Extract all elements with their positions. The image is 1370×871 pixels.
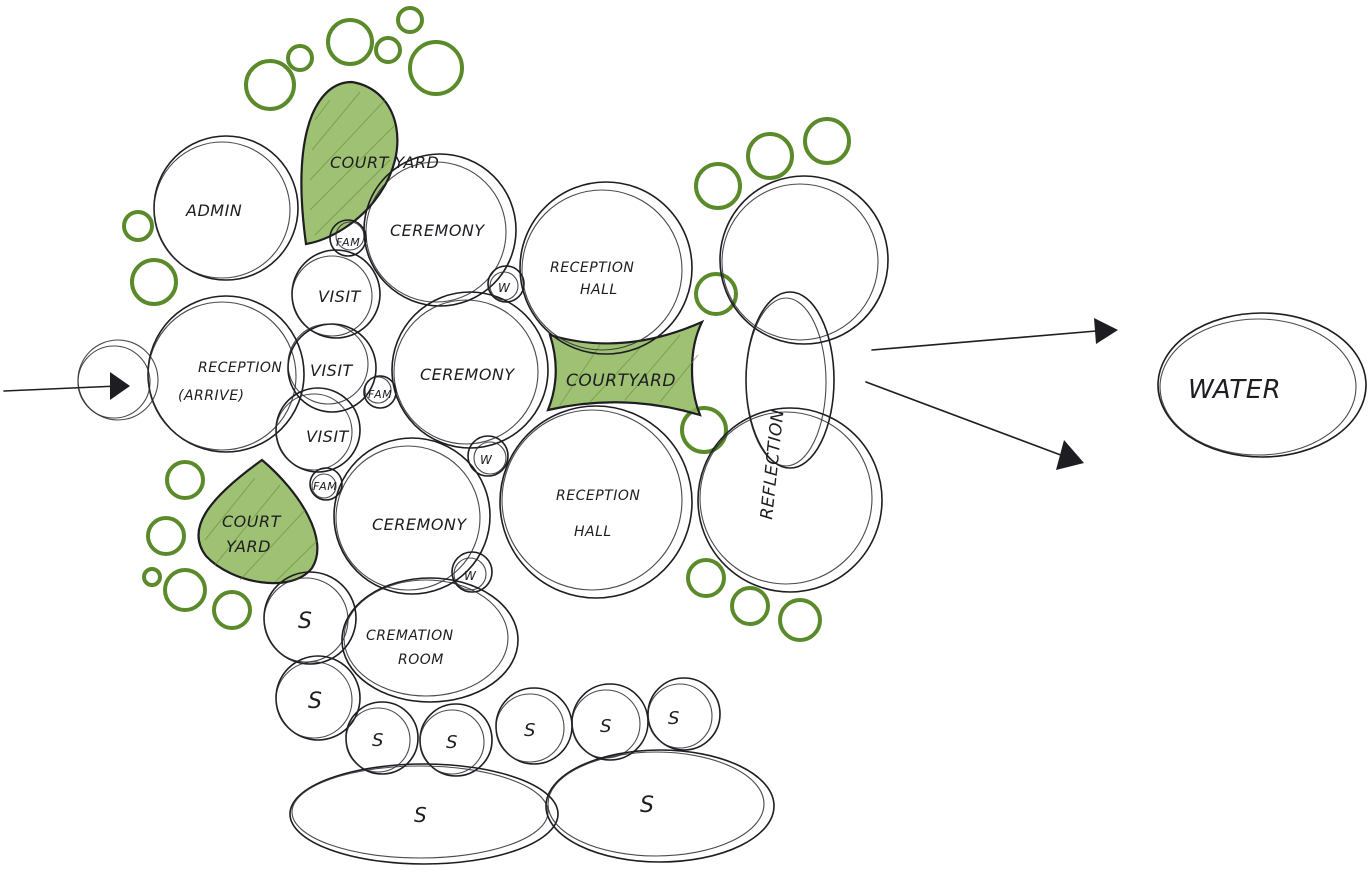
fam-bubble-1: FAM [329, 219, 367, 257]
storage-6-label: S [600, 716, 612, 737]
visit-3-label: VISIT [306, 427, 350, 446]
view-arrow-lower [865, 381, 1084, 470]
ceremony-top-bubble: CEREMONY [363, 153, 517, 307]
ceremony-mid-bubble: CEREMONY [391, 291, 549, 449]
storage-7-label: S [668, 708, 680, 729]
fam-1-label: FAM [336, 236, 360, 249]
ceremony-bottom-bubble: CEREMONY [333, 437, 491, 595]
restroom-2-label: W [480, 453, 493, 467]
fam-2-label: FAM [368, 388, 392, 401]
storage-large-left-label: S [414, 803, 427, 827]
courtyard-center-label: COURTYARD [566, 371, 676, 391]
storage-bubble-6: S [571, 683, 649, 761]
ceremony-mid-label: CEREMONY [420, 365, 515, 384]
restroom-1-label: W [498, 281, 511, 295]
reception-hall-bottom-label-2: HALL [574, 524, 612, 540]
restroom-bubble-2: W [467, 435, 509, 477]
tree-cluster-left [122, 210, 252, 630]
storage-3-label: S [372, 730, 384, 751]
view-arrow-upper [871, 318, 1118, 351]
restroom-3-label: W [464, 569, 477, 583]
reflection-bubbles: REFLECTION [697, 175, 889, 593]
reception-hall-top-label-2: HALL [580, 282, 618, 298]
water-bubble: WATER [1157, 312, 1367, 458]
storage-bubble-3: S [345, 701, 419, 775]
storage-bubble-5: S [495, 687, 573, 765]
cremation-room-label-2: ROOM [398, 652, 444, 668]
visit-bubble-2: VISIT [287, 323, 377, 413]
fam-bubble-2: FAM [363, 375, 397, 409]
reception-hall-top-label-1: RECEPTION [550, 260, 634, 276]
storage-2-label: S [308, 689, 322, 714]
reflection-label: REFLECTION [757, 408, 788, 520]
storage-bubble-large-left: S [289, 763, 559, 865]
courtyard-bottom: COURT YARD [197, 458, 319, 585]
tree-cluster-right [680, 117, 851, 642]
water-label: WATER [1188, 375, 1281, 405]
courtyard-center: COURTYARD [546, 319, 705, 417]
cremation-room-bubble: CREMATION ROOM [341, 577, 519, 703]
admin-label: ADMIN [185, 201, 242, 220]
storage-5-label: S [524, 720, 536, 741]
courtyard-bottom-label-1: COURT [222, 512, 282, 531]
fam-bubble-3: FAM [309, 467, 343, 501]
restroom-bubble-1: W [487, 265, 525, 303]
storage-large-right-label: S [640, 793, 654, 818]
reception-arrive-label-1: RECEPTION [198, 360, 282, 376]
storage-bubble-large-right: S [545, 749, 775, 863]
storage-bubble-7: S [647, 677, 721, 751]
reception-hall-bottom-bubble: RECEPTION HALL [499, 405, 693, 599]
visit-1-label: VISIT [318, 287, 362, 306]
courtyard-top-label: COURT YARD [330, 153, 439, 172]
restroom-bubble-3: W [451, 551, 493, 593]
ceremony-top-label: CEREMONY [390, 221, 485, 240]
reception-hall-bottom-label-1: RECEPTION [556, 488, 640, 504]
entry-arrow [3, 339, 159, 421]
ceremony-bottom-label: CEREMONY [372, 515, 467, 534]
storage-4-label: S [446, 732, 458, 753]
visit-bubble-1: VISIT [291, 249, 381, 339]
storage-bubble-4: S [419, 703, 493, 777]
courtyard-top: COURT YARD [300, 80, 439, 246]
reception-arrive-bubble: RECEPTION (ARRIVE) [147, 295, 305, 453]
cremation-room-label-1: CREMATION [366, 628, 454, 644]
tree-cluster-top [244, 6, 464, 111]
admin-bubble: ADMIN [153, 135, 299, 281]
visit-2-label: VISIT [310, 361, 354, 380]
reception-arrive-label-2: (ARRIVE) [178, 388, 245, 404]
fam-3-label: FAM [313, 480, 337, 493]
courtyard-bottom-label-2: YARD [226, 537, 271, 556]
reception-hall-top-bubble: RECEPTION HALL [519, 181, 693, 355]
storage-bubble-1: S [263, 571, 357, 665]
storage-1-label: S [298, 609, 312, 634]
visit-bubble-3: VISIT [275, 387, 361, 473]
storage-bubble-2: S [275, 655, 361, 741]
